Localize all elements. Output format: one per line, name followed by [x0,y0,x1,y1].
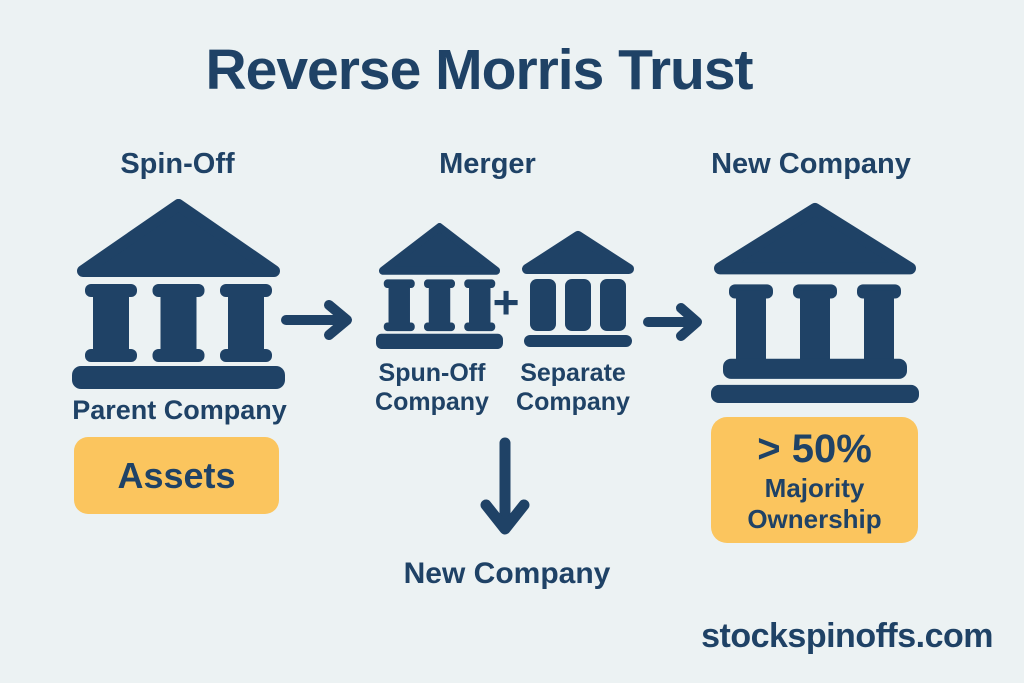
ownership-percent: > 50% [757,427,872,471]
bank-icon-separate-company [518,229,638,347]
plus-icon: + [492,276,520,328]
stage-heading-merger: Merger [439,148,536,180]
bank-label-separate-company: Separate Company [516,359,630,416]
bank-label-spun-off-company: Spun-Off Company [375,359,489,416]
page-title: Reverse Morris Trust [205,38,753,102]
arrow-right-icon [643,302,707,342]
bank-icon-spun-off-company [376,223,503,349]
stage-heading-spin-off: Spin-Off [120,148,235,180]
stage-heading-new-company: New Company [711,148,911,180]
website-watermark: stockspinoffs.com [701,617,993,655]
arrow-down-icon [477,437,533,537]
bank-label-parent-company: Parent Company [72,395,287,425]
ownership-word-majority: Majority [764,473,865,503]
arrow-right-icon [281,300,357,340]
bank-icon-new-company [711,202,919,403]
ownership-word-ownership: Ownership [747,504,882,534]
assets-badge: Assets [74,437,279,514]
merger-result-label: New Company [403,557,611,590]
bank-icon-parent-company [72,199,285,389]
ownership-badge: > 50% Majority Ownership [711,417,918,543]
